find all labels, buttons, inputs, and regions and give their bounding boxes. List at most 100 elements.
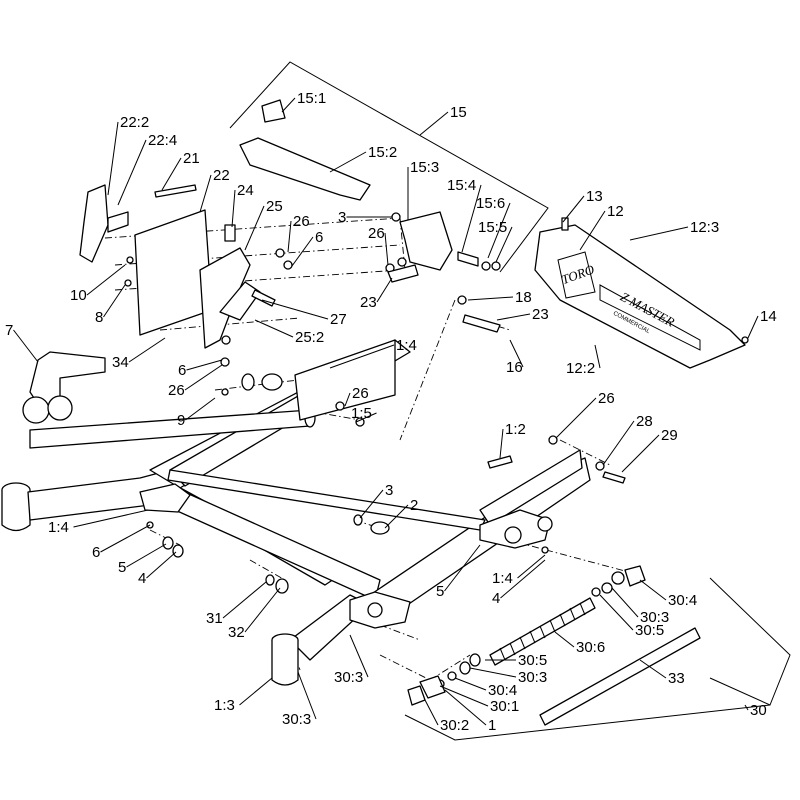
callout-30-1: 30:1 [490, 698, 519, 715]
leader-line [297, 671, 317, 720]
leader-line [555, 397, 597, 439]
leader-line [186, 359, 223, 371]
leader-line [244, 205, 265, 251]
callout-15-1: 15:1 [297, 90, 326, 107]
leader-line [107, 121, 119, 196]
callout-1-2: 1:2 [505, 421, 526, 438]
leader-line [500, 559, 546, 599]
group-bracket-30 [709, 577, 791, 706]
callout-21: 21 [183, 150, 200, 167]
leader-line [594, 344, 601, 369]
callout-3: 3 [338, 209, 346, 226]
callout-30-3: 30:3 [282, 711, 311, 728]
leader-line [554, 631, 575, 648]
leader-line [599, 594, 634, 631]
callout-15-3: 15:3 [410, 159, 439, 176]
leader-line [562, 195, 585, 223]
leader-line [199, 174, 212, 213]
leader-line [73, 509, 149, 528]
frame-assembly [1, 339, 591, 686]
callout-1-4: 1:4 [492, 570, 513, 587]
leader-line [86, 264, 126, 296]
leader-line [487, 202, 511, 259]
callout-14: 14 [760, 308, 777, 325]
callout-12: 12 [607, 203, 624, 220]
callout-15-5: 15:5 [478, 219, 507, 236]
leader-line [495, 226, 513, 263]
bracket-15-3 [399, 211, 453, 271]
leader-line [517, 554, 546, 579]
leader-line [281, 97, 296, 113]
callout-30-5: 30:5 [635, 622, 664, 639]
callout-23: 23 [532, 306, 549, 323]
callout-6: 6 [178, 362, 186, 379]
callout-6: 6 [315, 229, 323, 246]
spacer-24 [224, 224, 236, 242]
leader-line [384, 504, 409, 529]
rod-30-1 [539, 627, 701, 726]
callout-30: 30 [750, 702, 767, 719]
callout-1-3: 1:3 [214, 697, 235, 714]
callout-23: 23 [360, 294, 377, 311]
leader-line [384, 232, 389, 266]
leader-line [444, 689, 487, 726]
callout-3: 3 [385, 482, 393, 499]
leader-line [185, 397, 216, 421]
callout-28: 28 [636, 413, 653, 430]
callout-9: 9 [177, 412, 185, 429]
callout-30-3: 30:3 [334, 669, 363, 686]
leader-line [621, 434, 660, 473]
callout-29: 29 [661, 427, 678, 444]
callout-1: 1 [488, 717, 496, 734]
callout-7: 7 [5, 322, 13, 339]
leader-line [579, 210, 606, 251]
decal-22-4 [107, 211, 129, 233]
leader-line [100, 524, 151, 553]
callout-30-4: 30:4 [668, 592, 697, 609]
callout-10: 10 [70, 287, 87, 304]
leader-line [419, 111, 449, 136]
leader-line [349, 634, 369, 678]
callout-26: 26 [352, 385, 369, 402]
decal-z-master [599, 284, 701, 351]
leader-line [344, 392, 351, 407]
handle-15-2 [239, 137, 371, 201]
leader-line [629, 226, 689, 241]
callout-26: 26 [368, 225, 385, 242]
spring-15-4 [457, 251, 479, 267]
group-bracket-15 [229, 61, 549, 273]
callout-34: 34 [112, 354, 129, 371]
callout-27: 27 [330, 311, 347, 328]
leader-line [291, 236, 314, 267]
leader-line [747, 315, 759, 339]
callout-layer: 15:11515:222:222:42122242526615:315:415:… [5, 90, 777, 734]
leader-line [222, 581, 267, 619]
callout-25-2: 25:2 [295, 329, 324, 346]
leader-line [454, 677, 487, 691]
callout-12-3: 12:3 [690, 219, 719, 236]
leader-line [244, 587, 281, 633]
leader-line [13, 329, 39, 363]
callout-4: 4 [138, 570, 146, 587]
leader-line [128, 337, 166, 363]
callout-16: 16 [506, 359, 523, 376]
spring-rod-assembly [489, 597, 701, 726]
callout-26: 26 [168, 382, 185, 399]
leader-line [161, 157, 182, 191]
callout-24: 24 [237, 182, 254, 199]
callout-32: 32 [228, 624, 245, 641]
callout-22-4: 22:4 [148, 132, 177, 149]
leader-line [103, 284, 126, 318]
callout-6: 6 [92, 544, 100, 561]
callout-25: 25 [266, 198, 283, 215]
callout-12-2: 12:2 [566, 360, 595, 377]
leader-line [602, 420, 635, 466]
leader-line [254, 319, 294, 338]
leader-line [639, 659, 667, 679]
callout-5: 5 [118, 559, 126, 576]
callout-15-6: 15:6 [476, 195, 505, 212]
grip-15-1 [261, 99, 286, 123]
callout-30-5: 30:5 [518, 652, 547, 669]
callout-15-2: 15:2 [368, 144, 397, 161]
leader-line [359, 489, 384, 519]
